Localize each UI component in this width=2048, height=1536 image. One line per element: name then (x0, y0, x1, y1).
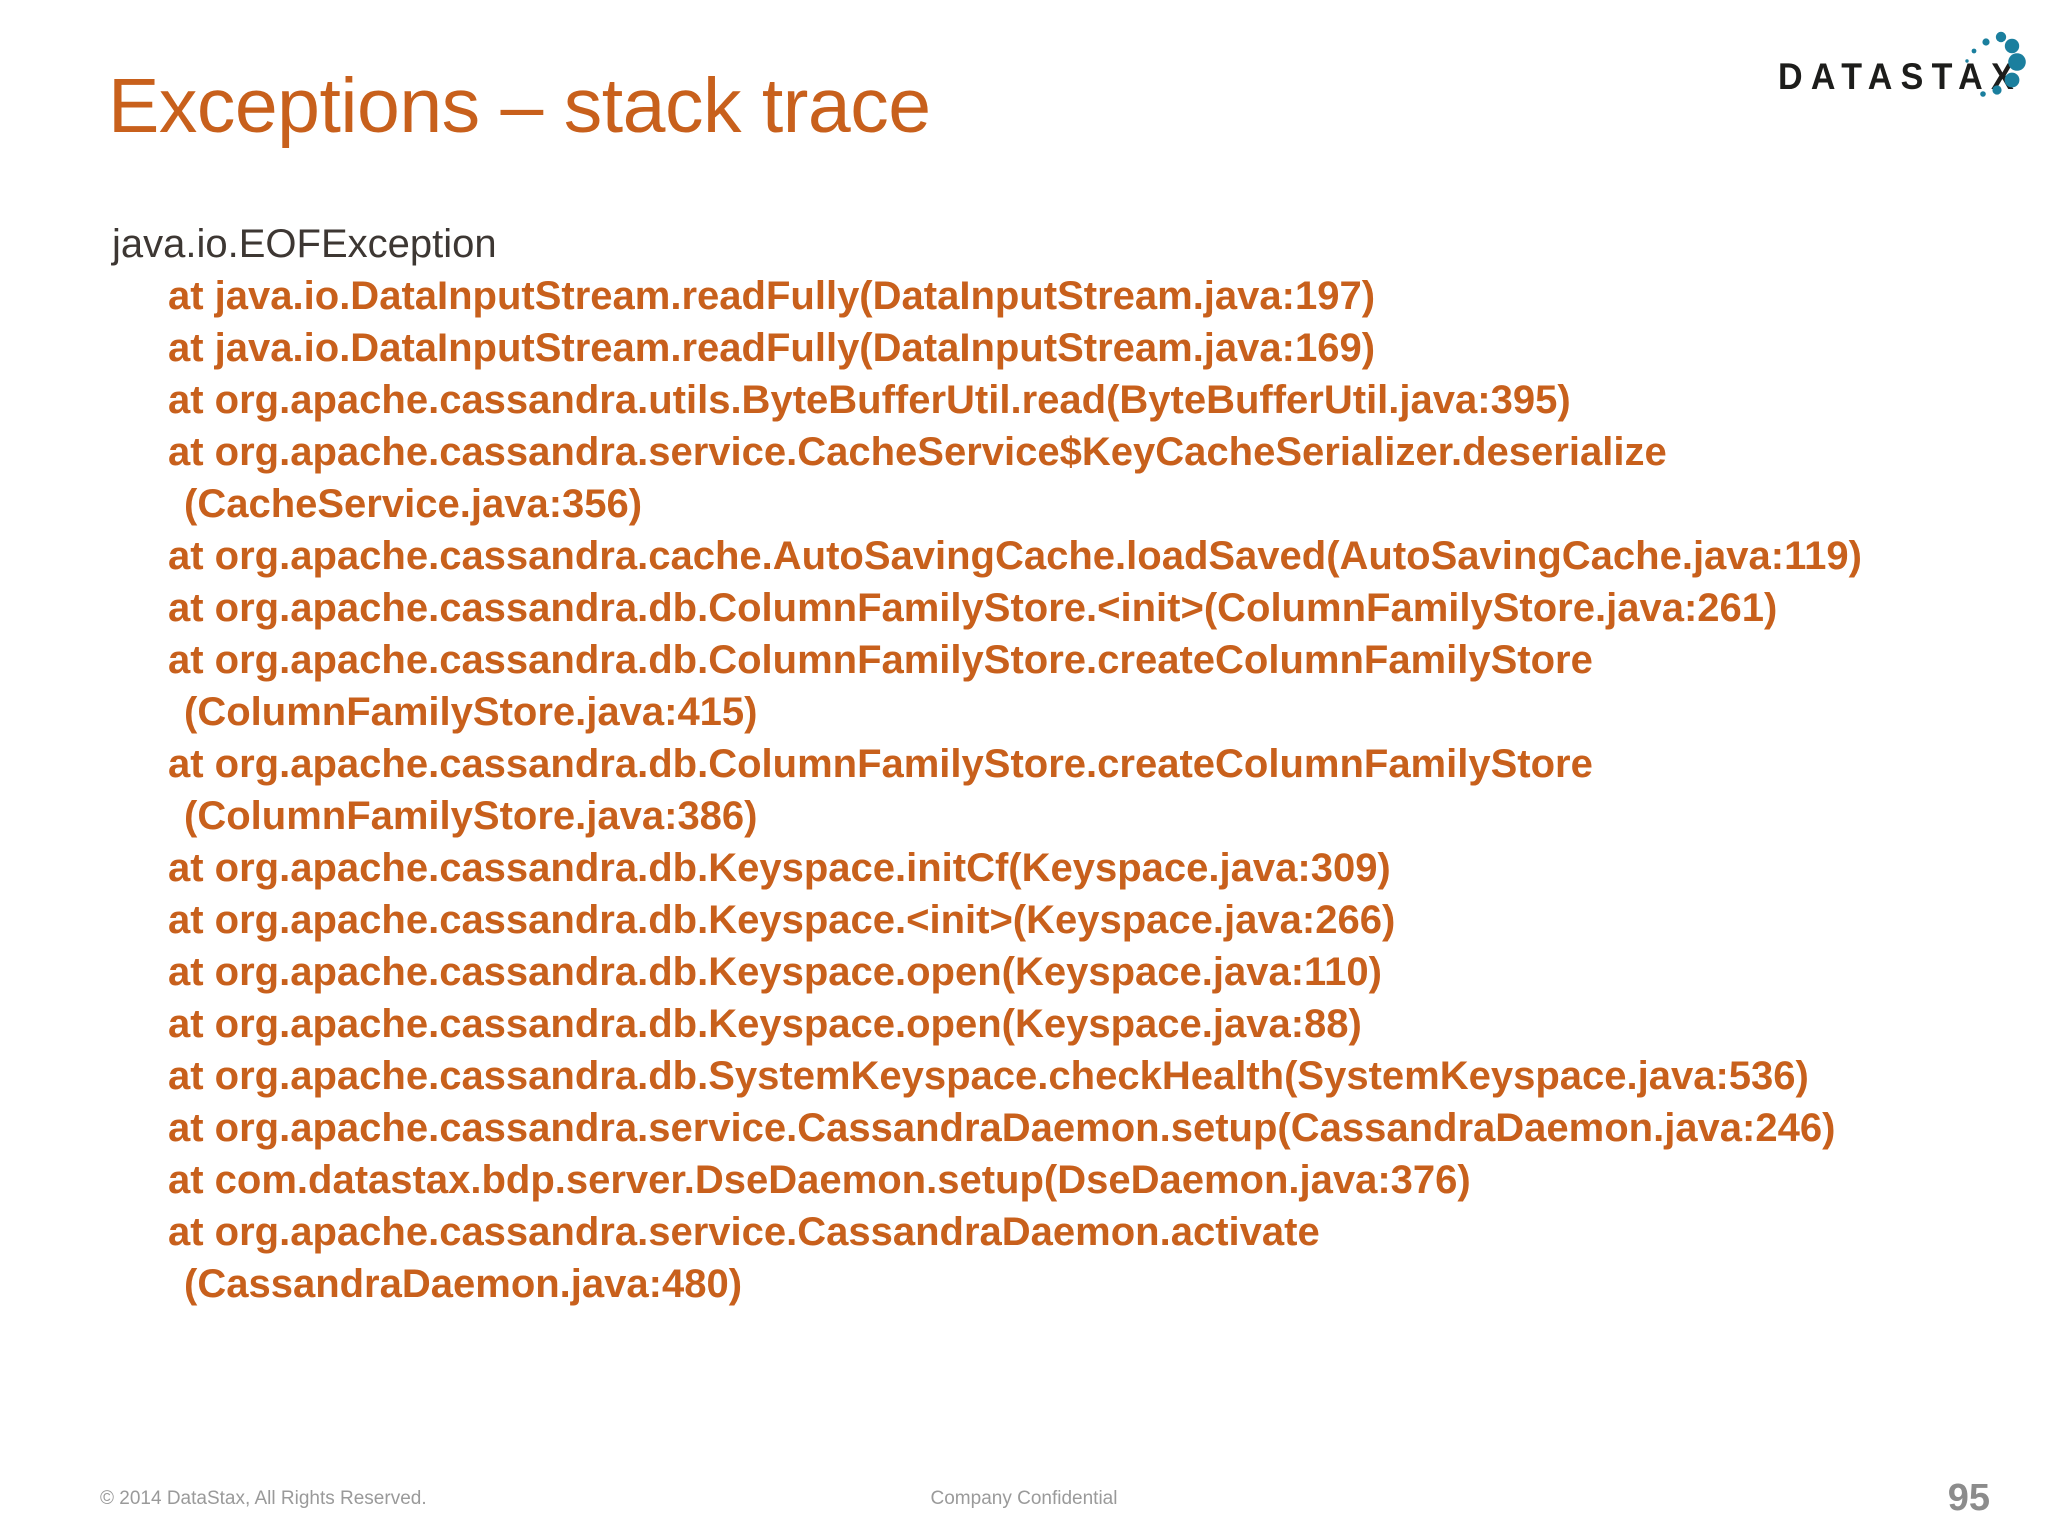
page-number: 95 (1947, 1477, 1990, 1519)
stack-trace-line: at org.apache.cassandra.db.Keyspace.init… (168, 846, 1391, 890)
datastax-logo: DATASTAX (1778, 26, 2028, 104)
page-title: Exceptions – stack trace (108, 63, 931, 149)
stack-trace-line: at org.apache.cassandra.db.SystemKeyspac… (168, 1054, 1809, 1098)
stack-trace-line: at org.apache.cassandra.db.Keyspace.<ini… (168, 898, 1396, 942)
stack-trace-line: at org.apache.cassandra.service.CacheSer… (168, 430, 1667, 474)
stack-trace-line: at com.datastax.bdp.server.DseDaemon.set… (168, 1158, 1471, 1202)
stack-trace-line: at java.io.DataInputStream.readFully(Dat… (168, 274, 1376, 318)
stack-trace-line: at org.apache.cassandra.db.ColumnFamilyS… (168, 586, 1778, 630)
stack-trace-line: at org.apache.cassandra.service.Cassandr… (168, 1210, 1320, 1254)
stack-trace-line: at org.apache.cassandra.cache.AutoSaving… (168, 534, 1862, 578)
stack-trace-line: (CassandraDaemon.java:480) (184, 1262, 743, 1306)
stack-trace-line: at java.io.DataInputStream.readFully(Dat… (168, 326, 1376, 370)
stack-trace-block: java.io.EOFException at java.io.DataInpu… (0, 218, 2048, 1310)
footer-confidential: Company Confidential (930, 1488, 1118, 1509)
stack-trace-line: at org.apache.cassandra.db.Keyspace.open… (168, 1002, 1362, 1046)
stack-trace-line: at org.apache.cassandra.utils.ByteBuffer… (168, 378, 1571, 422)
datastax-wordmark: DATASTAX (1778, 56, 2022, 97)
footer-copyright: © 2014 DataStax, All Rights Reserved. (100, 1488, 427, 1509)
stack-trace-line: at org.apache.cassandra.db.Keyspace.open… (168, 950, 1382, 994)
datastax-dot-spiral-icon (1965, 31, 2026, 97)
stack-trace-line: (ColumnFamilyStore.java:415) (184, 690, 758, 734)
stack-trace-line: at org.apache.cassandra.db.ColumnFamilyS… (168, 742, 1593, 786)
stack-trace-line: at org.apache.cassandra.db.ColumnFamilyS… (168, 638, 1593, 682)
exception-name: java.io.EOFException (112, 222, 497, 266)
stack-trace-line: (CacheService.java:356) (184, 482, 643, 526)
stack-trace-line: (ColumnFamilyStore.java:386) (184, 794, 758, 838)
stack-trace-line: at org.apache.cassandra.service.Cassandr… (168, 1106, 1836, 1150)
stack-trace-lines: at java.io.DataInputStream.readFully(Dat… (0, 270, 2048, 1310)
